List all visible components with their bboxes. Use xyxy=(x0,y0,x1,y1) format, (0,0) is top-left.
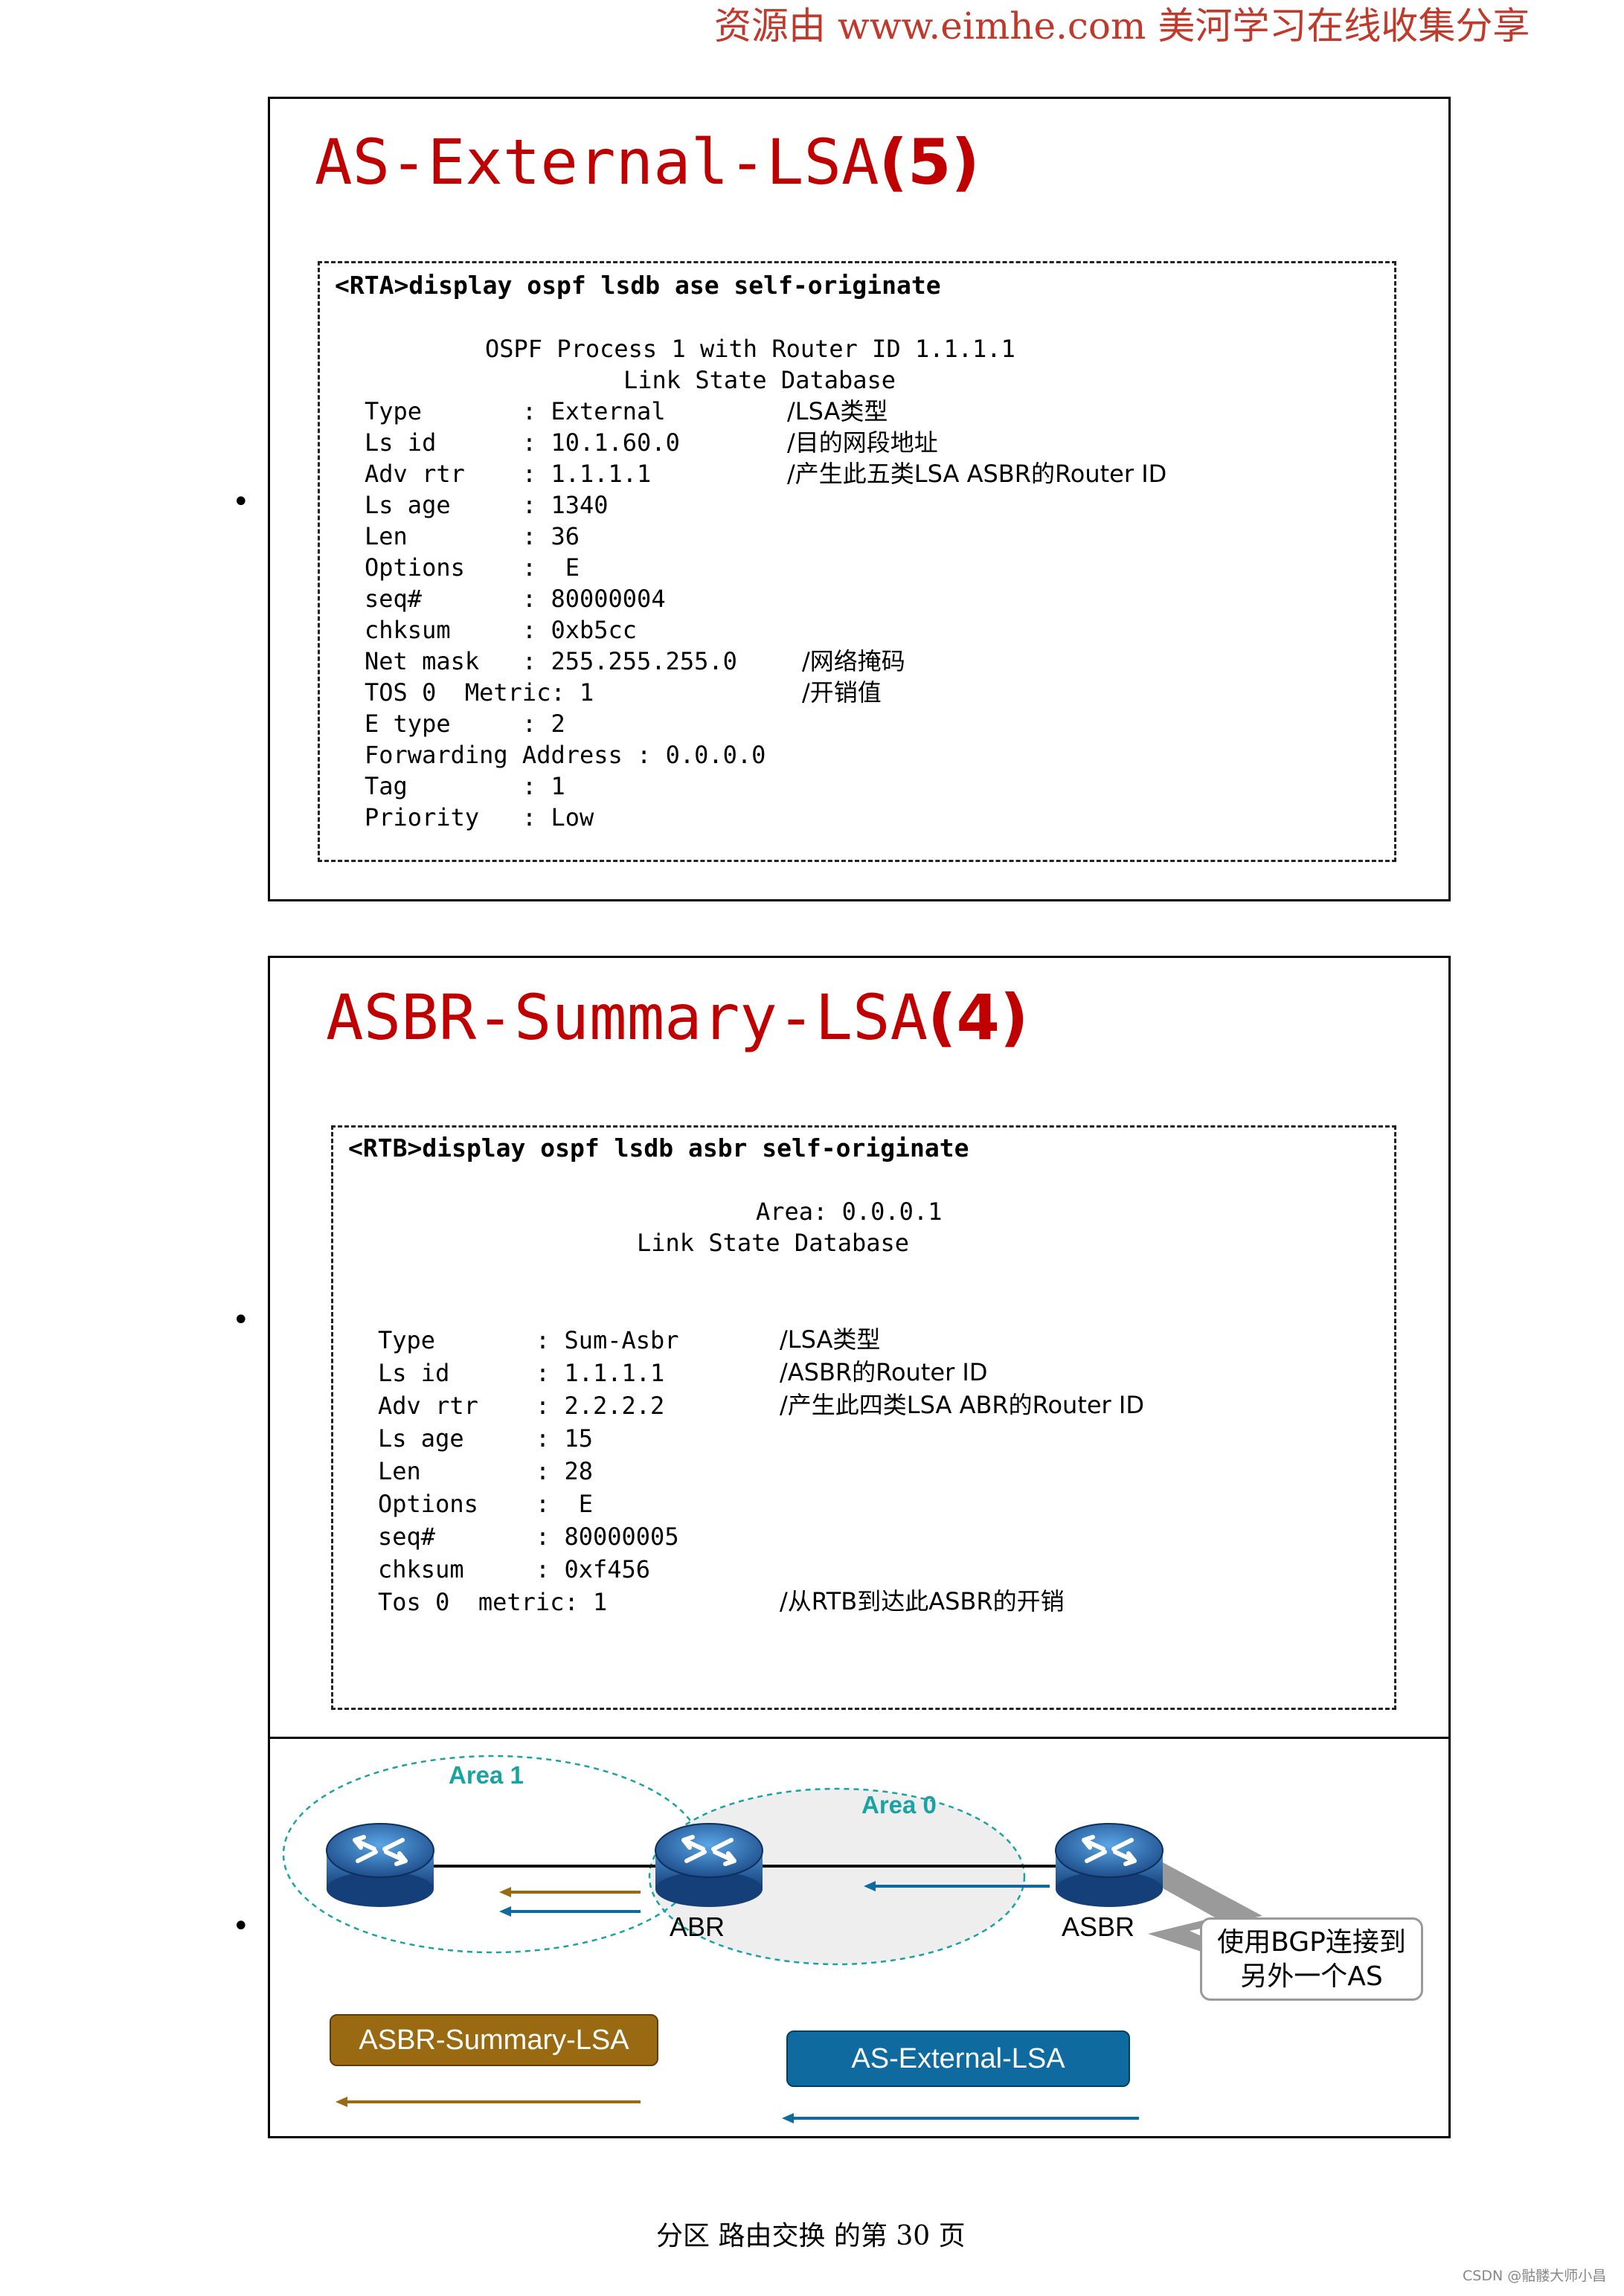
router-icon xyxy=(326,1823,434,1907)
output-header-lsdb: Link State Database xyxy=(637,1229,910,1257)
arrow-gold-legend xyxy=(336,2097,641,2107)
slide-title: AS-External-LSA(5) xyxy=(315,125,980,199)
output-row: Options : E xyxy=(365,553,580,582)
output-row: chksum : 0xf456 xyxy=(378,1555,651,1583)
area1-label: Area 1 xyxy=(449,1761,524,1789)
slide-as-external-lsa: AS-External-LSA(5) <RTA>display ospf lsd… xyxy=(268,97,1451,901)
page-footer: 分区 路由交换 的第 30 页 xyxy=(656,2221,966,2251)
output-header-process: OSPF Process 1 with Router ID 1.1.1.1 xyxy=(485,335,1015,363)
title-number: (4) xyxy=(928,981,1029,1054)
output-row: E type : 2 xyxy=(365,710,565,738)
annotation-abr-router-id: /产生此四类LSA ABR的Router ID xyxy=(780,1391,1144,1419)
command-line: <RTA>display ospf lsdb ase self-originat… xyxy=(335,271,941,300)
output-row: Ls age : 1340 xyxy=(365,491,609,519)
command-output-box: <RTA>display ospf lsdb ase self-originat… xyxy=(318,261,1396,862)
title-main: ASBR-Summary-LSA xyxy=(326,981,928,1054)
output-row: chksum : 0xb5cc xyxy=(365,616,638,644)
command-line: <RTB>display ospf lsdb asbr self-origina… xyxy=(348,1133,969,1163)
arrow-blue-legend xyxy=(782,2113,1139,2123)
arrow-blue-area0 xyxy=(864,1881,1050,1891)
output-row: Type : Sum-Asbr xyxy=(378,1326,679,1354)
callout-line-1: 使用BGP连接到 xyxy=(1217,1927,1406,1958)
bgp-link-bolt-icon xyxy=(1140,1862,1262,1959)
slide-lsa-diagram: Area 1 Area 0 ABR ASBR 使用BGP连接到 另外一个AS A… xyxy=(268,1737,1451,2138)
watermark-text: 资源由 www.eimhe.com 美河学习在线收集分享 xyxy=(714,4,1530,48)
annotation-net-mask: /网络掩码 xyxy=(802,647,905,675)
network-diagram xyxy=(282,1755,1262,2123)
area0-label: Area 0 xyxy=(861,1791,937,1819)
annotation-lsa-type: /LSA类型 xyxy=(787,397,888,425)
bullet-3: • xyxy=(232,1909,250,1943)
as-external-lsa-badge: AS-External-LSA xyxy=(786,2030,1130,2087)
abr-label: ABR xyxy=(670,1911,725,1942)
output-row: Ls age : 15 xyxy=(378,1424,593,1453)
output-row: Len : 36 xyxy=(365,522,580,550)
credit-text: CSDN @骷髅大师小昌 xyxy=(1463,2268,1607,2284)
slide-asbr-summary-lsa: ASBR-Summary-LSA(4) <RTB>display ospf ls… xyxy=(268,956,1451,1743)
output-rows: Type : Sum-Asbr Ls id : 1.1.1.1 Adv rtr … xyxy=(378,1324,679,1618)
bullet-2: • xyxy=(232,1303,250,1337)
annotation-cost: /开销值 xyxy=(802,678,882,707)
annotation-cost-to-asbr: /从RTB到达此ASBR的开销 xyxy=(780,1587,1065,1615)
output-row: seq# : 80000005 xyxy=(378,1522,679,1551)
output-rows: Type : External Ls id : 10.1.60.0 Adv rt… xyxy=(365,396,766,833)
command-output-box: <RTB>display ospf lsdb asbr self-origina… xyxy=(331,1125,1396,1710)
output-row: Options : E xyxy=(378,1490,593,1518)
output-row: seq# : 80000004 xyxy=(365,585,666,613)
callout-line-2: 另外一个AS xyxy=(1240,1961,1383,1992)
output-header-area: Area: 0.0.0.1 xyxy=(756,1197,943,1226)
output-header-lsdb: Link State Database xyxy=(623,366,896,394)
output-row: Priority : Low xyxy=(365,803,594,832)
title-number: (5) xyxy=(879,126,980,199)
abr-router-icon xyxy=(655,1823,763,1907)
bgp-callout: 使用BGP连接到 另外一个AS xyxy=(1200,1917,1423,2001)
output-row: Tos 0 metric: 1 xyxy=(378,1588,608,1616)
arrow-blue-area1 xyxy=(499,1906,641,1917)
output-row: TOS 0 Metric: 1 xyxy=(365,678,594,707)
output-row: Forwarding Address : 0.0.0.0 xyxy=(365,741,766,769)
output-row: Net mask : 255.255.255.0 xyxy=(365,647,737,675)
output-row: Adv rtr : 1.1.1.1 xyxy=(365,460,652,488)
output-row: Type : External xyxy=(365,397,666,425)
annotation-asbr-router-id: /产生此五类LSA ASBR的Router ID xyxy=(787,460,1167,488)
output-row: Adv rtr : 2.2.2.2 xyxy=(378,1392,665,1420)
output-row: Len : 28 xyxy=(378,1457,593,1485)
output-row: Ls id : 1.1.1.1 xyxy=(378,1359,665,1387)
bullet-1: • xyxy=(232,485,250,519)
asbr-summary-lsa-badge: ASBR-Summary-LSA xyxy=(330,2014,658,2066)
output-row: Ls id : 10.1.60.0 xyxy=(365,428,680,457)
annotation-dest-network: /目的网段地址 xyxy=(787,428,938,457)
arrow-gold-area1 xyxy=(499,1887,641,1897)
title-main: AS-External-LSA xyxy=(315,126,879,199)
output-row: Tag : 1 xyxy=(365,772,565,800)
asbr-label: ASBR xyxy=(1062,1911,1135,1942)
asbr-router-icon xyxy=(1055,1823,1164,1907)
annotation-asbr-router-id: /ASBR的Router ID xyxy=(780,1358,988,1386)
slide-title: ASBR-Summary-LSA(4) xyxy=(326,980,1028,1055)
annotation-lsa-type: /LSA类型 xyxy=(780,1325,881,1354)
